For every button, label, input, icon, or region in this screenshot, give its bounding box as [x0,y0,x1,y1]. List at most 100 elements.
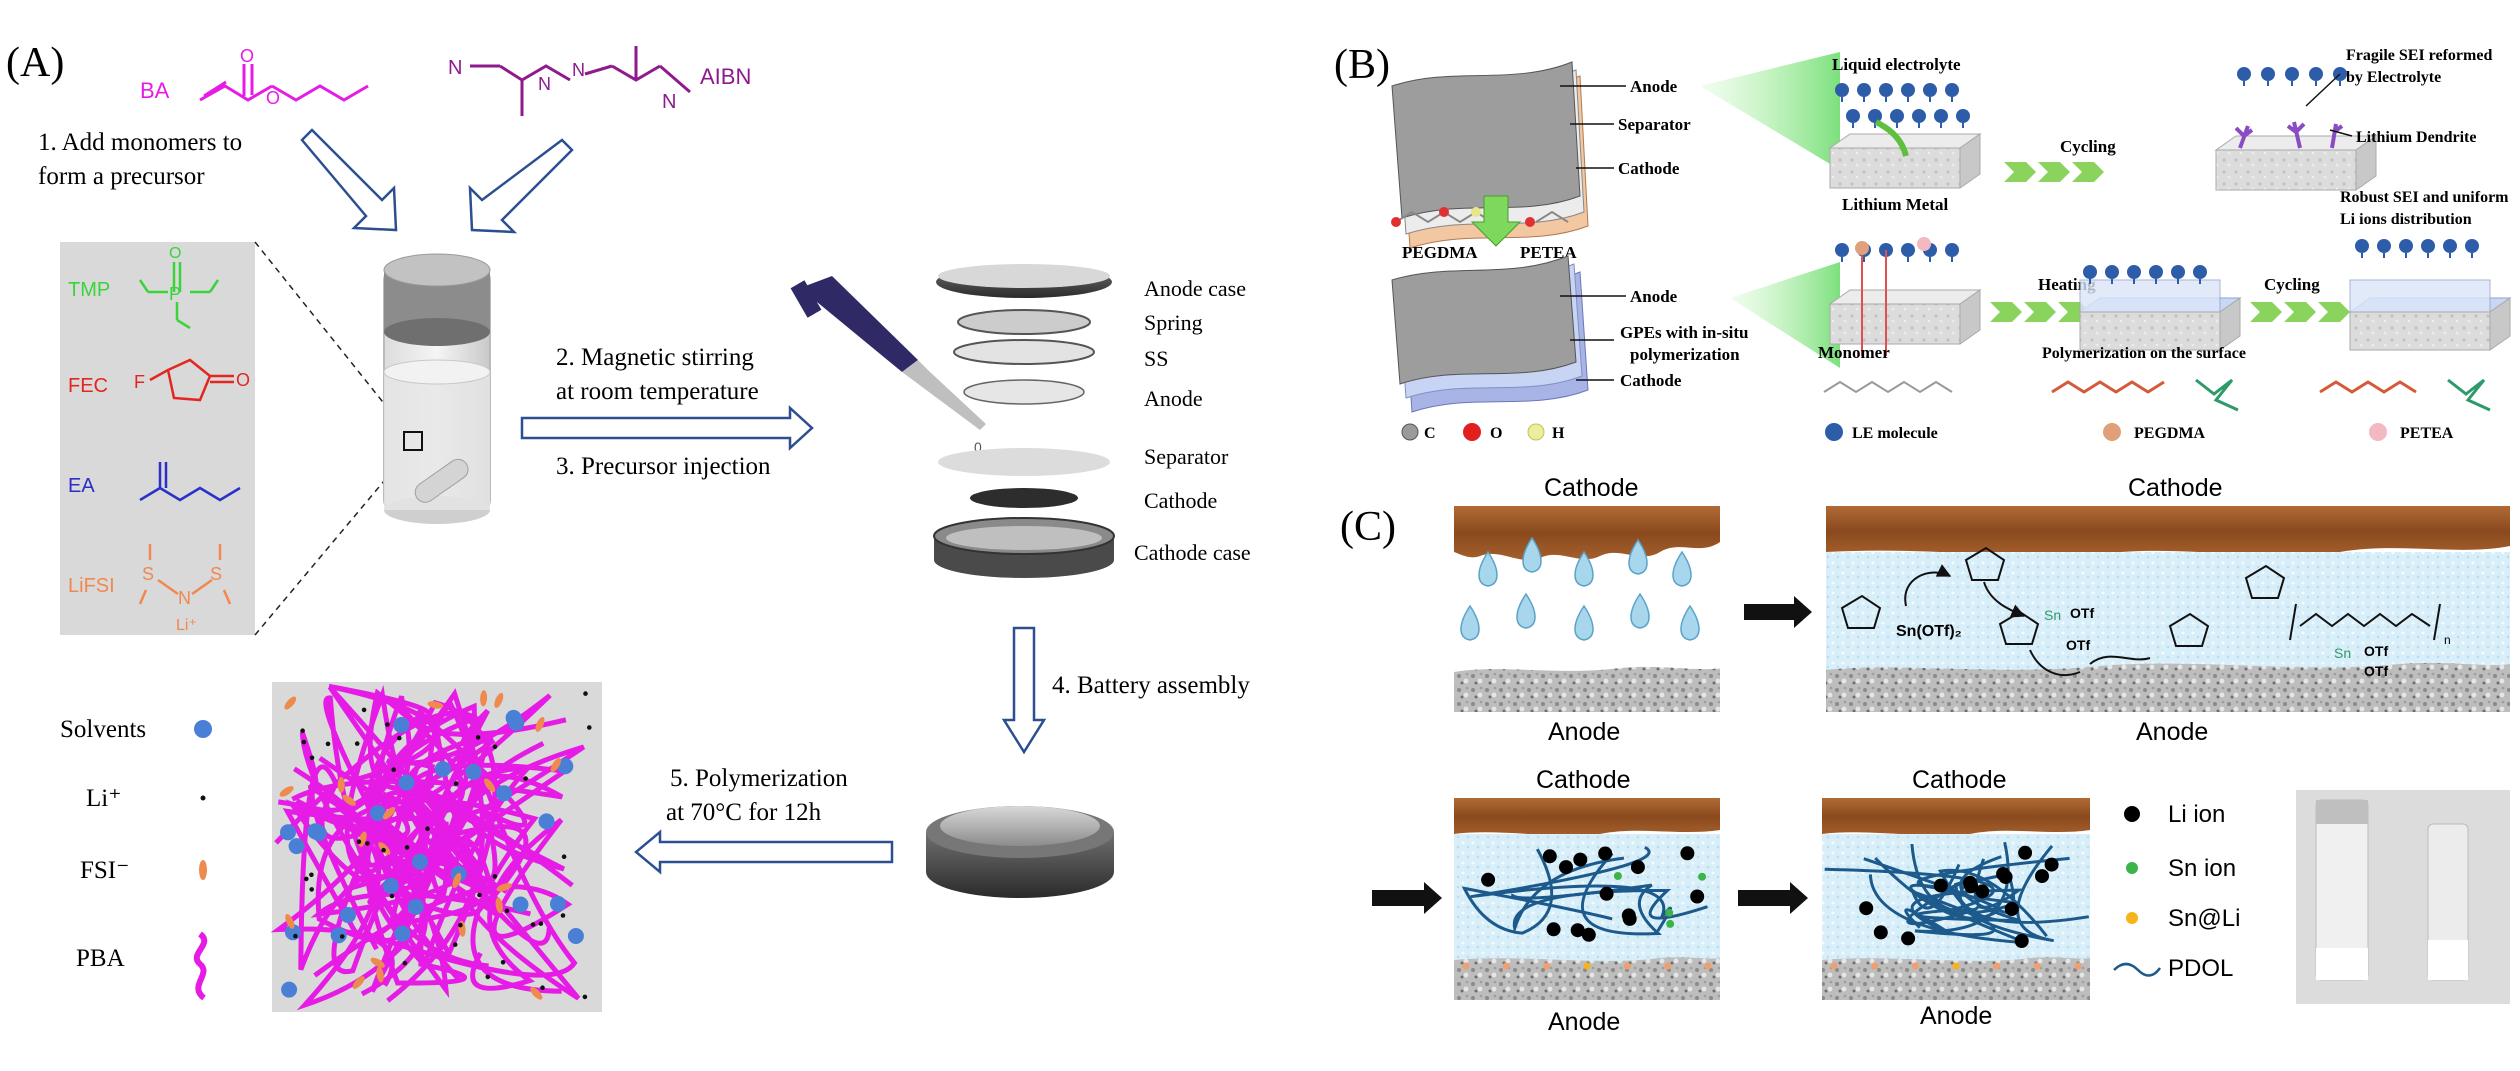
le-molecules-robust [2355,239,2479,258]
solvent-molecule [330,927,347,944]
b-dendrite-leader [2329,129,2353,137]
fsi-anion [452,872,462,889]
fsi-anion [279,786,294,797]
ba-label: BA [140,78,170,103]
sn-li-particle [1583,962,1591,970]
li-ion [583,691,588,696]
li-ion [523,776,528,781]
solvent-molecule [394,925,411,942]
electrolyte-droplet [1522,536,1542,573]
robust-sei-slab [2348,279,2512,351]
fsi-anion [494,692,504,708]
fsi-anion [427,701,444,709]
component-ea: EA [68,475,95,497]
zoom-line-top [254,241,411,437]
chevron-arrow-icon [2024,302,2056,322]
solvent-molecule [550,895,566,912]
le-molecule [2083,265,2097,279]
b-lithium-metal-label: Lithium Metal [1842,195,1949,214]
ba-structure [199,64,369,102]
le-molecule [1879,83,1893,97]
cell-part-3: Anode [1144,386,1203,411]
li-ion [530,922,536,927]
li-ion [560,913,566,918]
c1-cathode-label: Cathode [1544,474,1639,502]
li-ion [2014,934,2029,948]
step5-line1: 5. Polymerization [670,765,848,792]
sn-li-particle [1871,962,1879,970]
sn-li-particle [2033,962,2041,970]
le-molecule [2127,265,2141,279]
legend-petea-marker [2369,423,2387,441]
b-cycling-top-label: Cycling [2060,137,2116,156]
chevron-arrow-icon [2004,162,2036,182]
solvent-molecule [307,823,324,840]
b-gpe-label-1: GPEs with in-situ [1620,323,1748,342]
legend-pba-marker [193,931,208,1001]
b-beam-bottom [1730,262,1840,368]
legend-fsi: FSI⁻ [80,857,129,884]
panel-c-letter: (C) [1340,504,1396,550]
c2-n-subscript: n [2444,633,2451,647]
legend-li: Li⁺ [86,785,121,812]
li-ion [538,921,544,926]
c-legend-marker-pdol [2113,962,2162,977]
pba-chain [386,698,486,1003]
c2-sn-otf2: Sn(OTf)₂ [1896,623,1962,640]
le-molecule [1901,83,1915,97]
le-molecule [1934,109,1948,123]
le-molecule [2309,67,2323,81]
chevron-arrow-icon [2284,302,2316,322]
pdol-chain [1910,843,2090,924]
solvent-molecule [340,907,356,923]
c3-cell [1454,798,1720,1000]
li-ion [475,735,481,740]
legend-c-label: C [1424,425,1436,442]
lithium-metal-slab-bottom [1828,237,1982,356]
sn-li-particle [1502,962,1510,970]
tmp-structure [138,262,220,330]
chevron-arrow-icon [1990,302,2022,322]
aibn-n-3: N [572,60,585,80]
li-ion [561,854,567,859]
solvent-molecule [538,813,555,830]
sn-li-particle [1543,962,1551,970]
li-ion [452,942,458,947]
c-legend-label-3: PDOL [2168,955,2233,982]
li-ion [1859,901,1874,916]
cell-part-1: Spring [1144,310,1203,335]
le-molecule [1835,243,1849,257]
lifsi-s-1: S [142,564,154,584]
electrolyte-droplet [1516,592,1536,629]
fec-structure [149,358,234,402]
solvent-molecule [398,774,415,791]
fsi-anion [530,986,543,1000]
legend-le-label: LE molecule [1852,425,1938,442]
vials-photo [2296,790,2510,1004]
li-ion [385,722,390,727]
legend-c-marker [1401,423,1419,441]
legend-le-marker [1825,423,1843,441]
li-ion [361,707,367,713]
li-ion [477,892,482,898]
fec-o: O [236,370,250,390]
li-ion [1690,889,1705,904]
c-legend-label-1: Sn ion [2168,855,2236,882]
b-monomer-chain [1823,380,1953,394]
le-molecule [1868,109,1882,123]
c-legend-label-2: Sn@Li [2168,905,2240,932]
cell-part-4: Separator [1144,444,1229,469]
c2-sn-2: Sn [2334,645,2351,661]
c1-anode-label: Anode [1548,718,1620,746]
li-ion [485,974,491,980]
b-polymerization-surface-label: Polymerization on the surface [2042,345,2246,362]
li-ion [1573,852,1588,867]
li-ion [1630,860,1645,875]
polymer-network [270,683,592,1011]
electrolyte-droplet [1680,604,1700,641]
li-ion [492,874,498,879]
lifsi-structure [138,544,232,605]
